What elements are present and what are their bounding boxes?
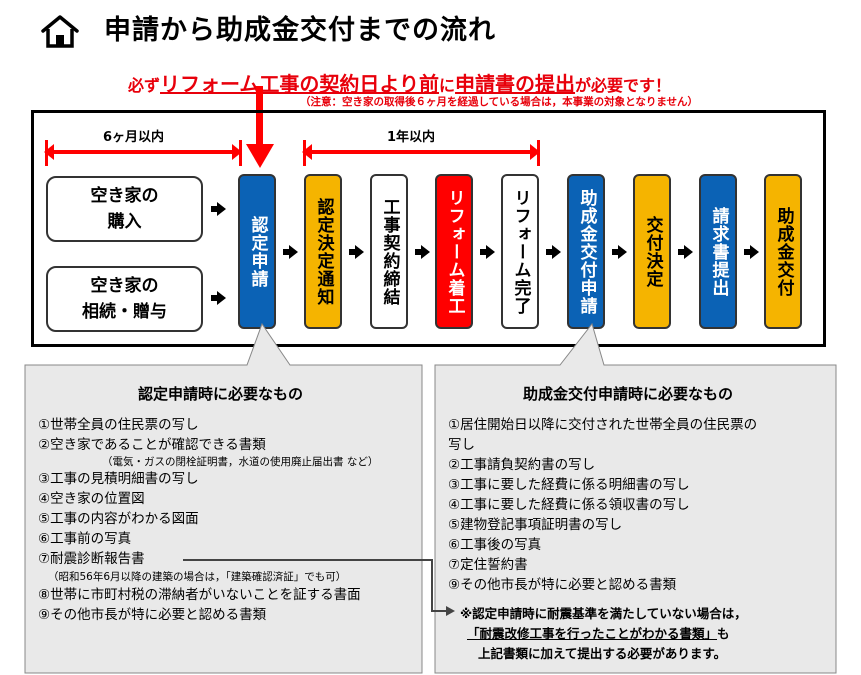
notice-emphasis: リフォーム工事の契約日より前 bbox=[160, 72, 440, 96]
list-item: ③工事に要した経費に係る明細書の写し bbox=[448, 477, 690, 493]
arrow-right-icon bbox=[211, 202, 226, 216]
notice-emphasis2: 申請書の提出 bbox=[455, 72, 576, 96]
left-panel-title: 認定申請時に必要なもの bbox=[138, 385, 304, 403]
step-reform-complete: リフォーム完了 bbox=[501, 174, 539, 329]
step-label: 認定申請 bbox=[247, 215, 268, 288]
arrow-right-icon bbox=[678, 245, 693, 259]
start-box-purchase: 空き家の 購入 bbox=[46, 176, 203, 242]
step-label: リフォーム完了 bbox=[510, 188, 531, 315]
arrow-right-icon bbox=[415, 245, 430, 259]
step-label: 助成金交付申請 bbox=[576, 188, 597, 315]
deadline-notice: 必ずリフォーム工事の契約日より前に申請書の提出が必要です！ bbox=[128, 68, 671, 97]
notice-prefix: 必ず bbox=[128, 76, 161, 95]
flow-frame bbox=[31, 110, 826, 347]
one-year-bracket bbox=[302, 140, 540, 166]
list-item-note: （昭和56年6月以降の建築の場合は，「建築確認済証」でも可） bbox=[48, 571, 347, 583]
step-label: 助成金交付 bbox=[773, 206, 794, 297]
list-item: ⑦定住誓約書 bbox=[448, 557, 528, 573]
list-item: ①居住開始日以降に交付された世帯全員の住民票の bbox=[448, 417, 758, 433]
step-certification-application: 認定申請 bbox=[238, 174, 276, 329]
seismic-note-emphasis: 「耐震改修工事を行ったことがわかる書類」 bbox=[467, 626, 718, 641]
step-label: 請求書提出 bbox=[708, 206, 729, 297]
step-label: 交付決定 bbox=[642, 215, 663, 288]
step-certification-decision: 認定決定通知 bbox=[304, 174, 342, 329]
list-item: ②工事請負契約書の写し bbox=[448, 457, 596, 473]
seismic-note-line3: 上記書類に加えて提出する必要があります。 bbox=[478, 646, 727, 661]
list-item: ⑦耐震診断報告書 bbox=[38, 551, 145, 567]
list-item: ⑨その他市長が特に必要と認める書類 bbox=[38, 607, 267, 623]
arrow-right-icon bbox=[480, 245, 495, 259]
home-icon bbox=[41, 15, 79, 48]
step-grant-payment: 助成金交付 bbox=[764, 174, 802, 329]
notice-note: （注意：空き家の取得後６ヶ月を経過している場合は，本事業の対象となりません） bbox=[300, 96, 699, 108]
arrow-right-icon bbox=[546, 245, 561, 259]
right-panel-title: 助成金交付申請時に必要なもの bbox=[523, 385, 734, 403]
step-construction-contract: 工事契約締結 bbox=[370, 174, 408, 329]
list-item: ①世帯全員の住民票の写し bbox=[38, 417, 199, 433]
step-label: リフォーム着工 bbox=[444, 188, 465, 315]
list-item: ⑤建物登記事項証明書の写し bbox=[448, 517, 623, 533]
notice-arrow bbox=[246, 86, 274, 168]
page-title: 申請から助成金交付までの流れ bbox=[104, 15, 496, 46]
right-panel-list: ①居住開始日以降に交付された世帯全員の住民票の 写し ②工事請負契約書の写し ③… bbox=[448, 415, 757, 595]
list-item: ⑧世帯に市町村税の滞納者がいないことを証する書面 bbox=[38, 587, 361, 603]
list-item: ⑤工事の内容がわかる図面 bbox=[38, 511, 199, 527]
arrow-right-icon bbox=[211, 291, 226, 305]
arrow-right-icon bbox=[612, 245, 627, 259]
list-item: ④空き家の位置図 bbox=[38, 491, 145, 507]
six-months-label: 6ヶ月以内 bbox=[103, 130, 165, 145]
step-grant-decision: 交付決定 bbox=[633, 174, 671, 329]
list-item: 写し bbox=[448, 437, 475, 453]
arrow-right-icon bbox=[744, 245, 759, 259]
seismic-note-line1: ※認定申請時に耐震基準を満たしていない場合は， bbox=[460, 606, 747, 621]
step-reform-start: リフォーム着工 bbox=[435, 174, 473, 329]
step-label: 工事契約締結 bbox=[379, 197, 400, 306]
left-panel-list: ①世帯全員の住民票の写し ②空き家であることが確認できる書類 （電気・ガスの閉栓… bbox=[38, 415, 378, 625]
list-item-note: （電気・ガスの閉栓証明書，水道の使用廃止届出書 など） bbox=[102, 456, 379, 468]
notice-suffix: が必要です！ bbox=[575, 76, 672, 95]
seismic-note-suffix: も bbox=[717, 626, 730, 641]
one-year-label: 1年以内 bbox=[387, 130, 436, 145]
step-label: 認定決定通知 bbox=[313, 197, 334, 306]
start-box-inheritance: 空き家の 相続・贈与 bbox=[46, 266, 203, 332]
list-item: ③工事の見積明細書の写し bbox=[38, 471, 199, 487]
list-item: ④工事に要した経費に係る領収書の写し bbox=[448, 497, 690, 513]
list-item: ⑥工事後の写真 bbox=[448, 537, 542, 553]
step-invoice-submission: 請求書提出 bbox=[699, 174, 737, 329]
list-item: ⑨その他市長が特に必要と認める書類 bbox=[448, 577, 677, 593]
six-months-bracket bbox=[44, 140, 242, 166]
arrow-right-icon bbox=[283, 245, 298, 259]
notice-mid: に bbox=[439, 76, 456, 95]
arrow-right-icon bbox=[349, 245, 364, 259]
seismic-note-line2: 「耐震改修工事を行ったことがわかる書類」も bbox=[467, 623, 730, 642]
list-item: ②空き家であることが確認できる書類 bbox=[38, 437, 266, 453]
list-item: ⑥工事前の写真 bbox=[38, 531, 132, 547]
panel-callouts bbox=[24, 322, 837, 674]
step-grant-application: 助成金交付申請 bbox=[567, 174, 605, 329]
